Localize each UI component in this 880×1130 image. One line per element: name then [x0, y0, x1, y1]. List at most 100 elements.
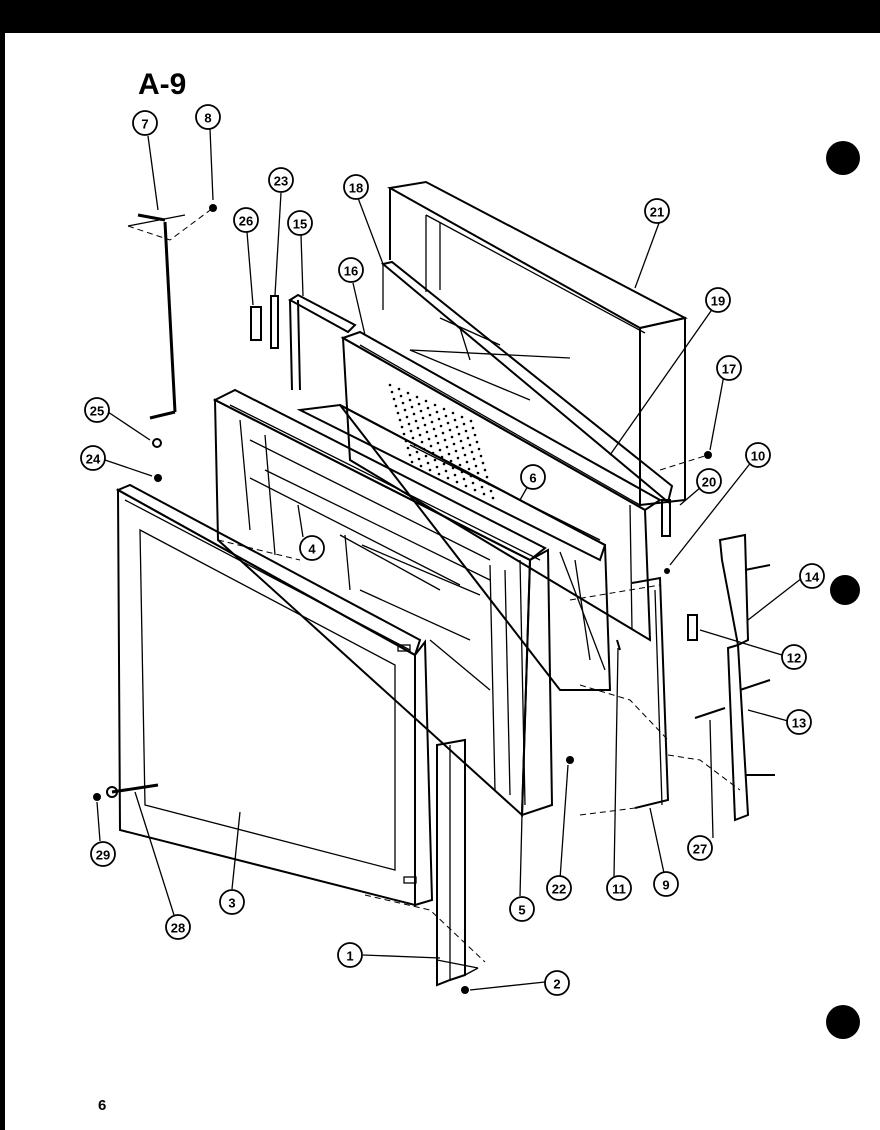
callout-11: 11	[606, 875, 632, 901]
callout-14: 14	[799, 563, 825, 589]
callout-circle	[745, 442, 771, 468]
callout-circle	[338, 257, 364, 283]
callout-number: 16	[344, 264, 358, 279]
callout-circle	[653, 871, 679, 897]
binder-hole-middle	[830, 575, 860, 605]
part-12-bracket	[687, 614, 698, 641]
callout-number: 20	[702, 475, 716, 490]
callout-number: 4	[308, 542, 316, 557]
callout-number: 18	[349, 181, 363, 196]
callout-circle	[520, 464, 546, 490]
callout-number: 14	[805, 570, 820, 585]
callout-number: 25	[90, 404, 104, 419]
callout-circle	[343, 174, 369, 200]
callout-2: 2	[544, 970, 570, 996]
part-7-rod	[127, 213, 186, 420]
callout-10: 10	[745, 442, 771, 468]
callout-number: 2	[553, 977, 560, 992]
callout-circle	[165, 914, 191, 940]
binder-hole-bottom	[826, 1005, 860, 1039]
callout-9: 9	[653, 871, 679, 897]
callout-number: 27	[693, 842, 707, 857]
part-26-clip	[250, 306, 262, 341]
callout-29: 29	[90, 841, 116, 867]
callout-25: 25	[84, 397, 110, 423]
callout-number: 1	[346, 949, 353, 964]
part-4-rail	[249, 477, 461, 586]
callout-number: 8	[204, 111, 211, 126]
part-20-latch	[661, 499, 671, 537]
callout-23: 23	[268, 167, 294, 193]
part-3-front-panel	[115, 483, 434, 907]
callout-circle	[644, 198, 670, 224]
callout-21: 21	[644, 198, 670, 224]
callout-number: 28	[171, 921, 185, 936]
callout-circle	[90, 841, 116, 867]
callout-24: 24	[80, 445, 106, 471]
callout-number: 6	[529, 471, 536, 486]
callout-number: 13	[792, 716, 806, 731]
page-number: 6	[98, 1097, 106, 1114]
part-1-handle-bracket	[436, 738, 479, 987]
part-18-19-glass-panel	[380, 260, 674, 504]
callout-number: 12	[787, 651, 801, 666]
callout-6: 6	[520, 464, 546, 490]
callout-19: 19	[705, 287, 731, 313]
callout-number: 24	[86, 452, 101, 467]
part-5-door-frame	[212, 388, 554, 818]
part-28-bolt	[106, 783, 159, 798]
callout-number: 9	[662, 878, 669, 893]
callout-27: 27	[687, 835, 713, 861]
callout-circle	[299, 535, 325, 561]
callout-28: 28	[165, 914, 191, 940]
part-29-screw	[93, 793, 101, 801]
callout-12: 12	[781, 644, 807, 670]
parts-diagram-sheet	[5, 33, 880, 1130]
callout-13: 13	[786, 709, 812, 735]
callout-circle	[337, 942, 363, 968]
callout-circle	[544, 970, 570, 996]
callout-15: 15	[287, 210, 313, 236]
callout-number: 7	[141, 117, 148, 132]
binder-hole-top	[826, 141, 860, 175]
callout-number: 22	[552, 882, 566, 897]
callout-5: 5	[509, 896, 535, 922]
callout-circle	[606, 875, 632, 901]
callout-number: 19	[711, 294, 725, 309]
callout-circle	[705, 287, 731, 313]
callout-number: 23	[274, 174, 288, 189]
callout-number: 21	[650, 205, 664, 220]
part-23-strip	[270, 295, 279, 349]
part-16-perforated-shield	[340, 330, 662, 642]
callout-number: 3	[228, 896, 235, 911]
callout-circle	[233, 207, 259, 233]
callout-circle	[687, 835, 713, 861]
callout-circle	[84, 397, 110, 423]
part-8-screw	[209, 204, 217, 212]
part-11-pin	[616, 639, 621, 651]
callout-number: 17	[722, 362, 736, 377]
callout-16: 16	[338, 257, 364, 283]
part-24-screw	[154, 474, 162, 482]
part-14-hinge	[718, 533, 771, 647]
callout-number: 5	[518, 903, 525, 918]
callout-number: 29	[96, 848, 110, 863]
callout-circle	[80, 445, 106, 471]
callout-circle	[696, 468, 722, 494]
callout-circle	[546, 875, 572, 901]
callout-circle	[219, 889, 245, 915]
part-22-screw	[566, 756, 574, 764]
callout-circle	[786, 709, 812, 735]
part-15-choke-strip	[288, 293, 357, 391]
callout-7: 7	[132, 110, 158, 136]
callout-22: 22	[546, 875, 572, 901]
callout-26: 26	[233, 207, 259, 233]
callout-circle	[195, 104, 221, 130]
callout-18: 18	[343, 174, 369, 200]
callout-20: 20	[696, 468, 722, 494]
part-9-hinge-plate	[631, 576, 670, 809]
diagram-title: A-9	[138, 68, 186, 101]
callout-4: 4	[299, 535, 325, 561]
